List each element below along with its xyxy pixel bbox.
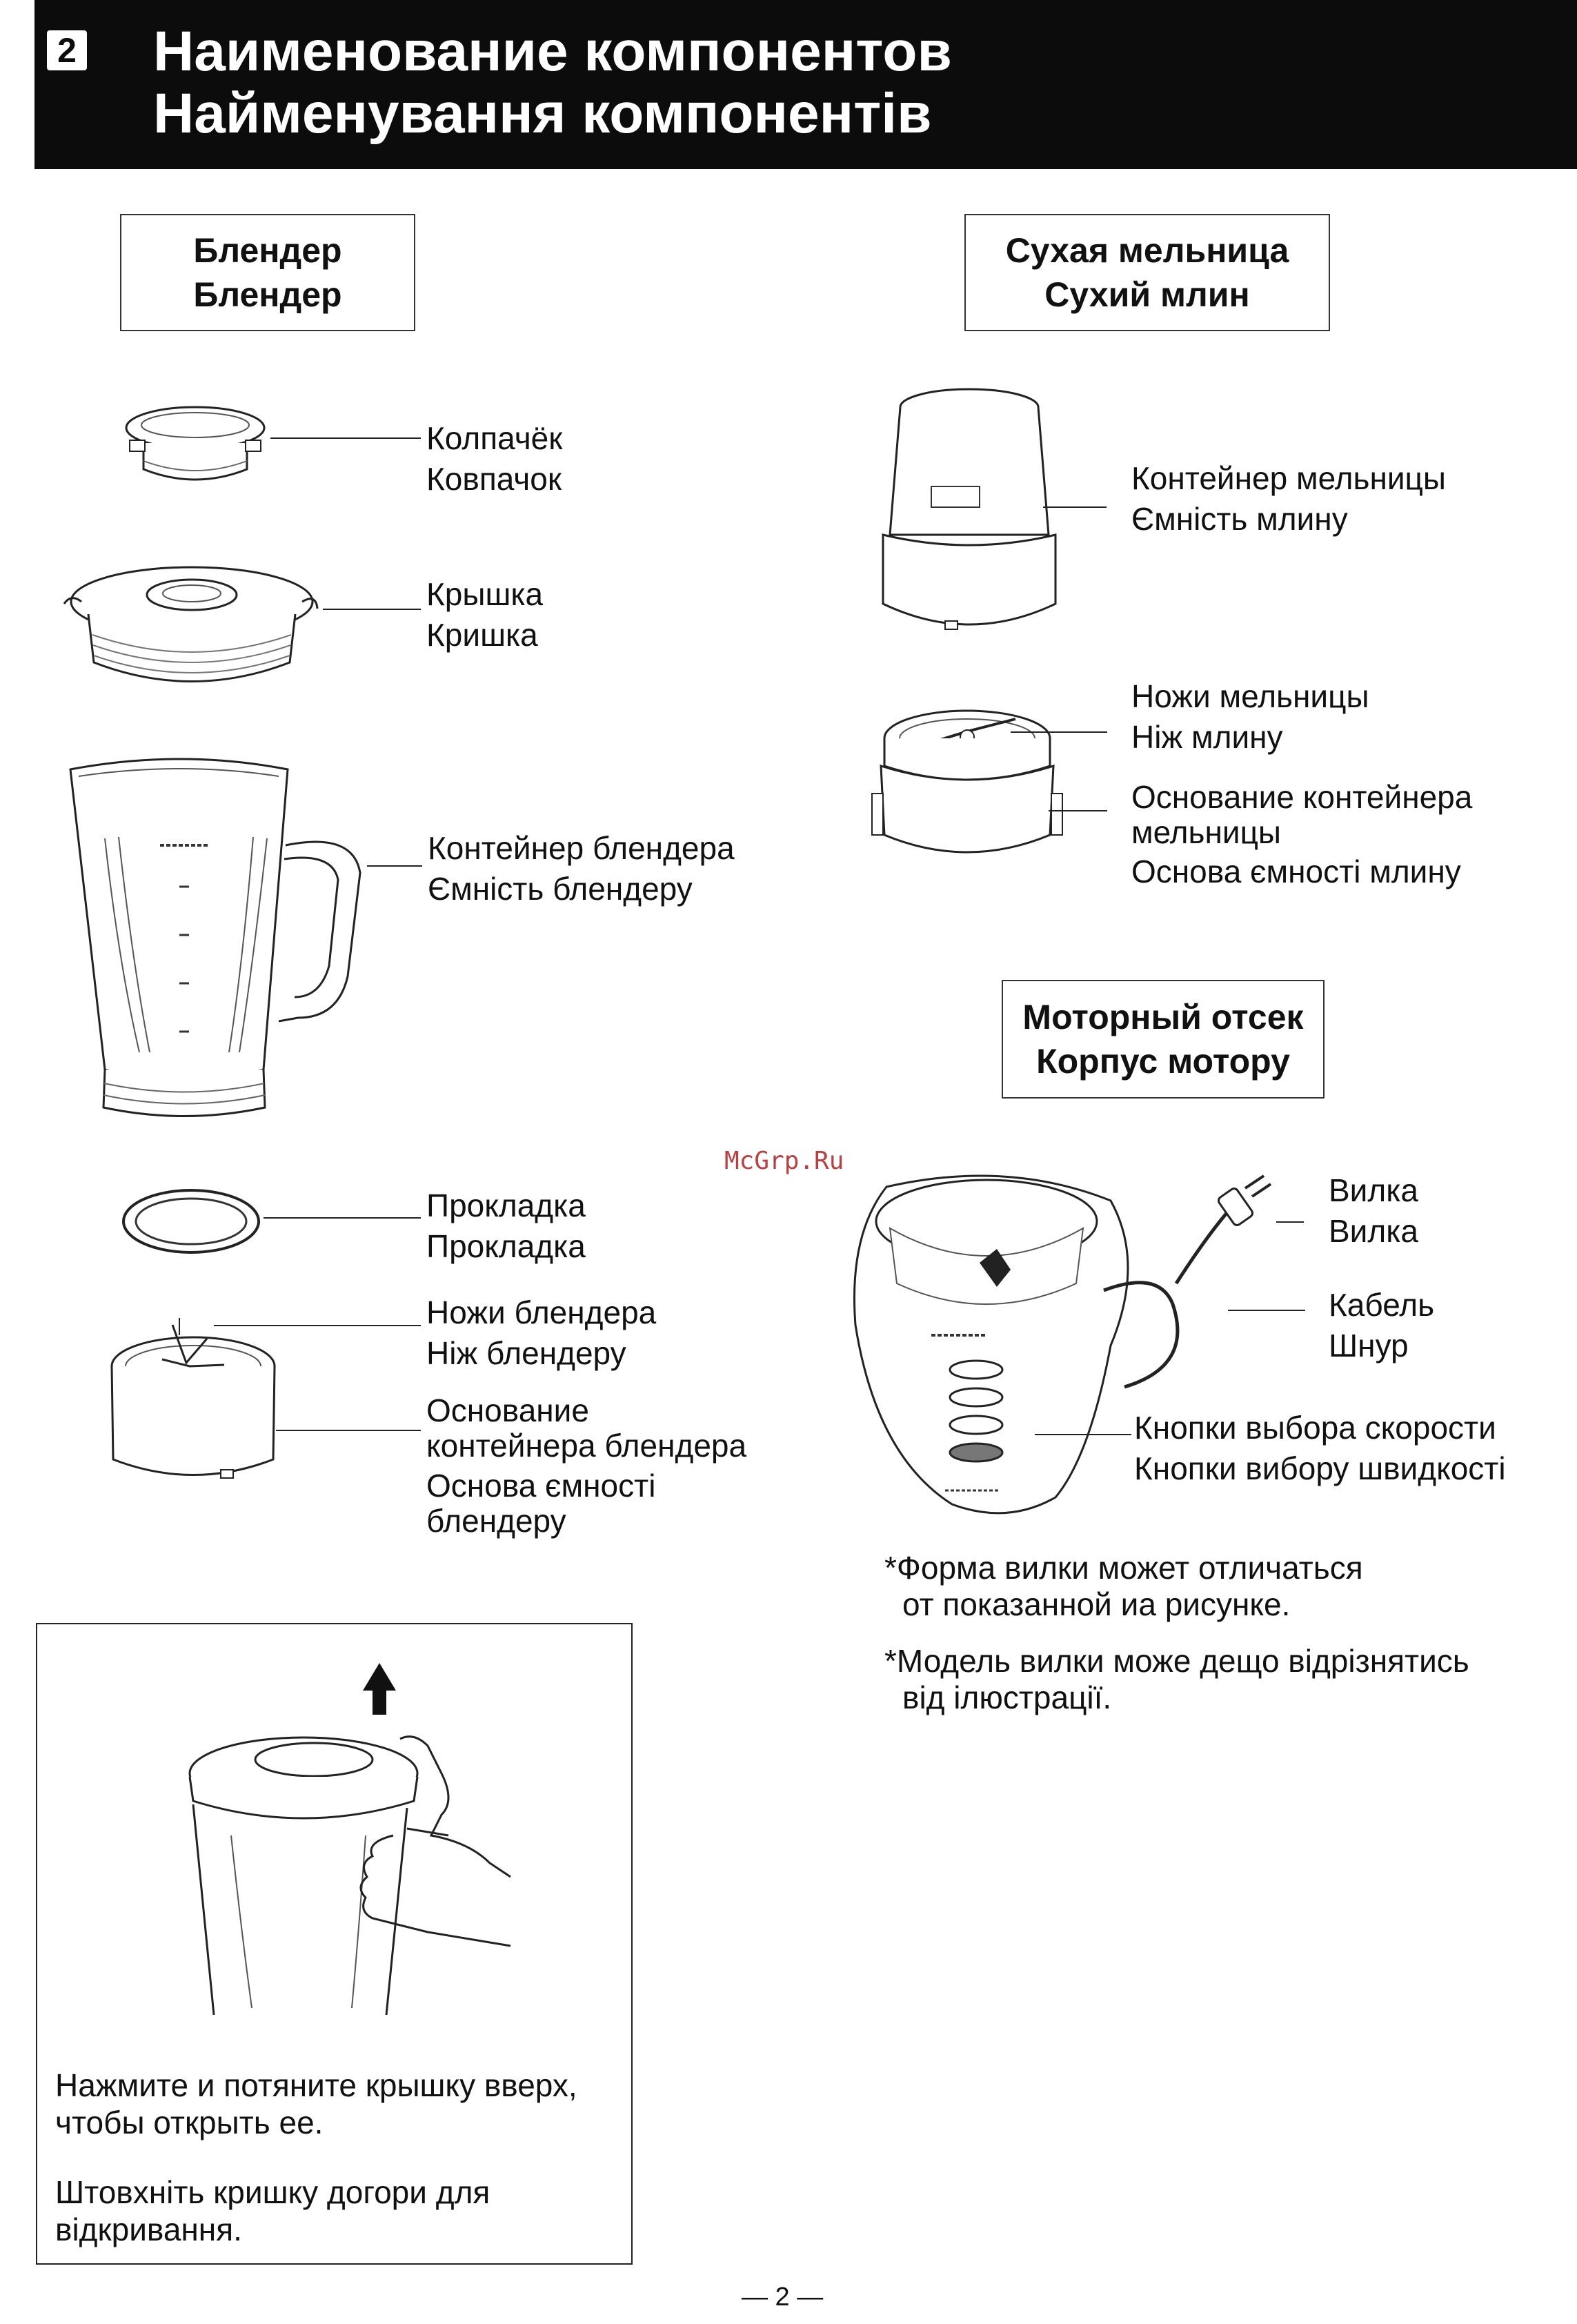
page-title-uk: Найменування компонентів	[153, 82, 932, 145]
instruction-box	[36, 1623, 633, 2265]
section-box-mill: Сухая мельница Сухий млин	[964, 214, 1330, 331]
mill-base-illustration	[871, 697, 1064, 883]
label-blender-base-uk-2: блендеру	[426, 1503, 566, 1539]
section-title-mill-uk: Сухий млин	[1044, 275, 1250, 314]
lid-removal-illustration	[166, 1663, 524, 2015]
leader-lid	[323, 609, 421, 610]
label-mill-base-ru-2: мельницы	[1131, 814, 1281, 850]
leader-blender-container	[367, 865, 422, 867]
label-blender-container-ru: Контейнер блендера	[428, 830, 735, 866]
section-title-motor-uk: Корпус мотору	[1036, 1042, 1290, 1081]
section-number-badge: 2	[47, 30, 87, 70]
section-box-blender: Блендер Блендер	[120, 214, 415, 331]
leader-cap	[270, 437, 421, 439]
section-box-motor: Моторный отсек Корпус мотору	[1002, 980, 1325, 1099]
instruction-uk-2: відкривання.	[55, 2212, 242, 2247]
note-ru-1: *Форма вилки может отличаться	[884, 1550, 1363, 1586]
leader-plug	[1276, 1221, 1304, 1223]
label-blender-base-uk-1: Основа ємності	[426, 1468, 656, 1504]
label-mill-base-uk: Основа ємності млину	[1131, 854, 1461, 889]
lid-illustration	[61, 559, 323, 697]
label-cord-uk: Шнур	[1329, 1328, 1409, 1363]
leader-blender-base	[276, 1430, 421, 1431]
label-blender-container-uk: Ємність блендеру	[428, 871, 693, 907]
label-plug-ru: Вилка	[1329, 1172, 1418, 1208]
label-lid-uk: Кришка	[426, 617, 538, 653]
label-cap-ru: Колпачёк	[426, 420, 563, 456]
label-speed-buttons-uk: Кнопки вибору швидкості	[1134, 1450, 1506, 1486]
label-lid-ru: Крышка	[426, 576, 544, 612]
instruction-uk-1: Штовхніть кришку догори для	[55, 2174, 490, 2210]
leader-mill-base	[1049, 810, 1107, 811]
leader-speed-buttons	[1035, 1434, 1131, 1435]
page-header	[34, 0, 1577, 169]
note-uk-2: від ілюстрації.	[902, 1680, 1112, 1715]
page-number: — 2 —	[742, 2283, 824, 2312]
page-title-ru: Наименование компонентов	[153, 20, 952, 83]
label-mill-blades-uk: Ніж млину	[1131, 719, 1283, 755]
section-title-blender-uk: Блендер	[193, 275, 342, 314]
label-blender-blades-ru: Ножи блендера	[426, 1294, 657, 1330]
label-blender-base-ru-1: Основание	[426, 1392, 589, 1428]
label-gasket-ru: Прокладка	[426, 1188, 586, 1223]
label-blender-base-ru-2: контейнера блендера	[426, 1428, 747, 1464]
label-plug-uk: Вилка	[1329, 1213, 1418, 1249]
blender-base-illustration	[103, 1311, 283, 1490]
section-title-blender-ru: Блендер	[193, 231, 342, 270]
label-mill-base-ru-1: Основание контейнера	[1131, 779, 1473, 815]
leader-gasket	[264, 1217, 421, 1219]
label-cap-uk: Ковпачок	[426, 461, 562, 497]
label-mill-container-uk: Ємність млину	[1131, 501, 1348, 537]
blender-container-illustration	[63, 756, 381, 1128]
label-speed-buttons-ru: Кнопки выбора скорости	[1134, 1410, 1496, 1446]
motor-base-illustration	[849, 1166, 1276, 1525]
gasket-illustration	[119, 1183, 264, 1259]
label-cord-ru: Кабель	[1329, 1287, 1435, 1323]
leader-cord	[1228, 1310, 1305, 1311]
cap-illustration	[116, 400, 275, 497]
leader-mill-blades	[1011, 731, 1107, 733]
leader-mill-container	[1043, 506, 1107, 508]
note-uk-1: *Модель вилки може дещо відрізнятись	[884, 1643, 1469, 1679]
leader-blender-blades	[214, 1325, 421, 1326]
instruction-ru-2: чтобы открыть ее.	[55, 2105, 324, 2140]
label-mill-blades-ru: Ножи мельницы	[1131, 678, 1369, 714]
label-blender-blades-uk: Ніж блендеру	[426, 1335, 626, 1371]
label-mill-container-ru: Контейнер мельницы	[1131, 460, 1446, 496]
watermark: McGrp.Ru	[724, 1147, 844, 1175]
section-title-motor-ru: Моторный отсек	[1022, 998, 1304, 1036]
section-title-mill-ru: Сухая мельница	[1005, 231, 1289, 270]
instruction-ru-1: Нажмите и потяните крышку вверх,	[55, 2067, 577, 2103]
label-gasket-uk: Прокладка	[426, 1228, 586, 1264]
note-ru-2: от показанной иа рисунке.	[902, 1586, 1291, 1622]
mill-container-illustration	[876, 383, 1062, 642]
